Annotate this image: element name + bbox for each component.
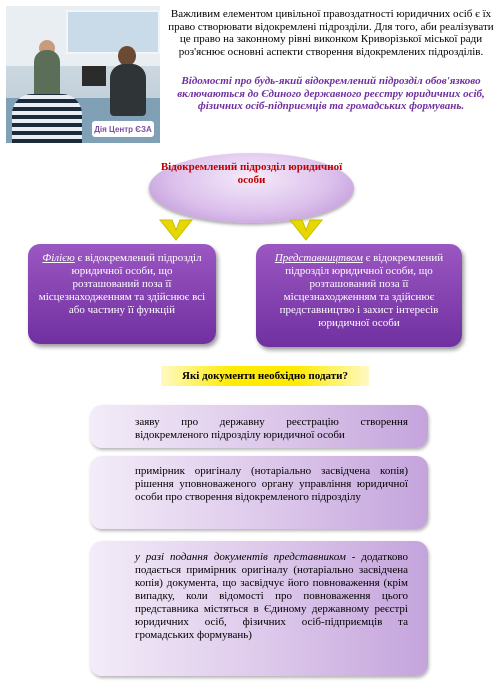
document-item-text: примірник оригіналу (нотаріально засвідч… [135,465,408,503]
arrow-down-right-icon [288,219,324,241]
documents-heading: Які документи необхідно подати? [161,366,369,386]
photo-person [110,64,146,116]
central-node-label: Відокремлений підрозділ юридичної особи [160,161,343,186]
branch-definition-box: Філією є відокремлений підрозділ юридичн… [28,244,216,344]
intro-emphasis: Відомості про будь-який відокремлений пі… [177,75,485,113]
conditional-lead: у разі подання документів представником [135,551,346,563]
intro-paragraph: Важливим елементом цивільної правоздатно… [168,8,494,58]
branch-definition: є відокремлений підрозділ юридичної особ… [38,252,206,316]
document-item: примірник оригіналу (нотаріально засвідч… [90,456,428,529]
document-item-conditional: у разі подання документів представником … [90,541,428,676]
photo-visitor [12,94,82,143]
dia-center-logo: Дія Центр ЄЗА [92,121,154,137]
photo-window [66,10,160,54]
document-item-text: заяву про державну реєстрацію створення … [135,416,408,441]
photo-person [34,50,60,98]
arrow-down-left-icon [158,219,194,241]
branch-term: Філією [42,252,75,264]
photo-monitor [82,66,106,86]
central-node: Відокремлений підрозділ юридичної особи [149,153,354,223]
conditional-text: - додатково подається примірник оригінал… [135,551,408,641]
representative-definition-box: Представництвом є відокремлений підрозді… [256,244,462,347]
service-center-photo: Дія Центр ЄЗА [6,6,160,143]
document-item: заяву про державну реєстрацію створення … [90,405,428,448]
photo-person-head [118,46,136,66]
representative-term: Представництвом [274,252,363,264]
representative-definition: є відокремлений підрозділ юридичної особ… [279,252,444,329]
